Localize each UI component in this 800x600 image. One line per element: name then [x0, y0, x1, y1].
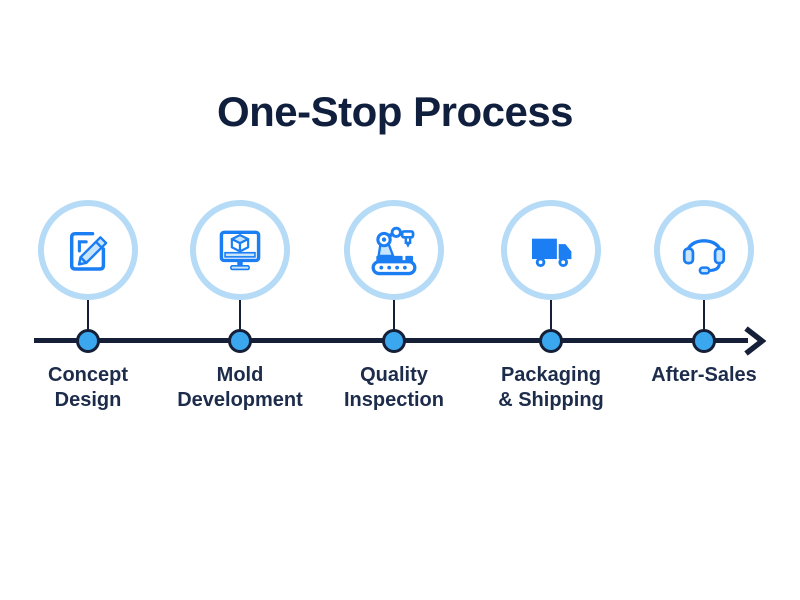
step-connector — [393, 300, 395, 338]
process-step-after-sales: After-Sales — [624, 200, 784, 388]
process-step-packaging-shipping: Packaging & Shipping — [471, 200, 631, 413]
step-circle — [190, 200, 290, 300]
step-label-line2: Inspection — [343, 389, 444, 411]
step-connector — [703, 300, 705, 338]
edit-document-icon — [69, 231, 108, 271]
step-circle — [501, 200, 601, 300]
step-dot — [76, 329, 100, 353]
process-step-quality-inspection: Quality Inspection — [314, 200, 474, 413]
step-circle — [38, 200, 138, 300]
step-label-line2: Development — [177, 389, 303, 411]
step-label-line1: Concept — [48, 364, 128, 386]
step-label-line2: & Shipping — [498, 389, 604, 411]
step-connector — [239, 300, 241, 338]
step-label: Mold Development — [160, 363, 320, 413]
step-dot — [382, 329, 406, 353]
step-label-line1: After-Sales — [651, 364, 757, 386]
step-connector — [550, 300, 552, 338]
step-dot — [692, 329, 716, 353]
step-label: Concept Design — [8, 363, 168, 413]
step-label: Quality Inspection — [314, 363, 474, 413]
step-label: Packaging & Shipping — [471, 363, 631, 413]
step-label: After-Sales — [624, 363, 784, 388]
step-label-line1: Quality — [360, 364, 428, 386]
step-label-line1: Mold — [216, 364, 264, 386]
process-step-concept-design: Concept Design — [8, 200, 168, 413]
step-dot — [228, 329, 252, 353]
step-circle — [344, 200, 444, 300]
monitor-cube-icon — [219, 230, 261, 271]
delivery-truck-icon — [531, 238, 572, 268]
step-dot — [539, 329, 563, 353]
step-label-line1: Packaging — [500, 364, 602, 386]
step-circle — [654, 200, 754, 300]
process-step-mold-development: Mold Development — [160, 200, 320, 413]
robotic-arm-icon — [371, 226, 417, 276]
step-label-line2: Design — [54, 389, 122, 411]
headset-icon — [682, 239, 726, 275]
page-title: One-Stop Process — [216, 88, 574, 135]
step-connector — [87, 300, 89, 338]
timeline-arrowhead-icon — [744, 326, 767, 356]
